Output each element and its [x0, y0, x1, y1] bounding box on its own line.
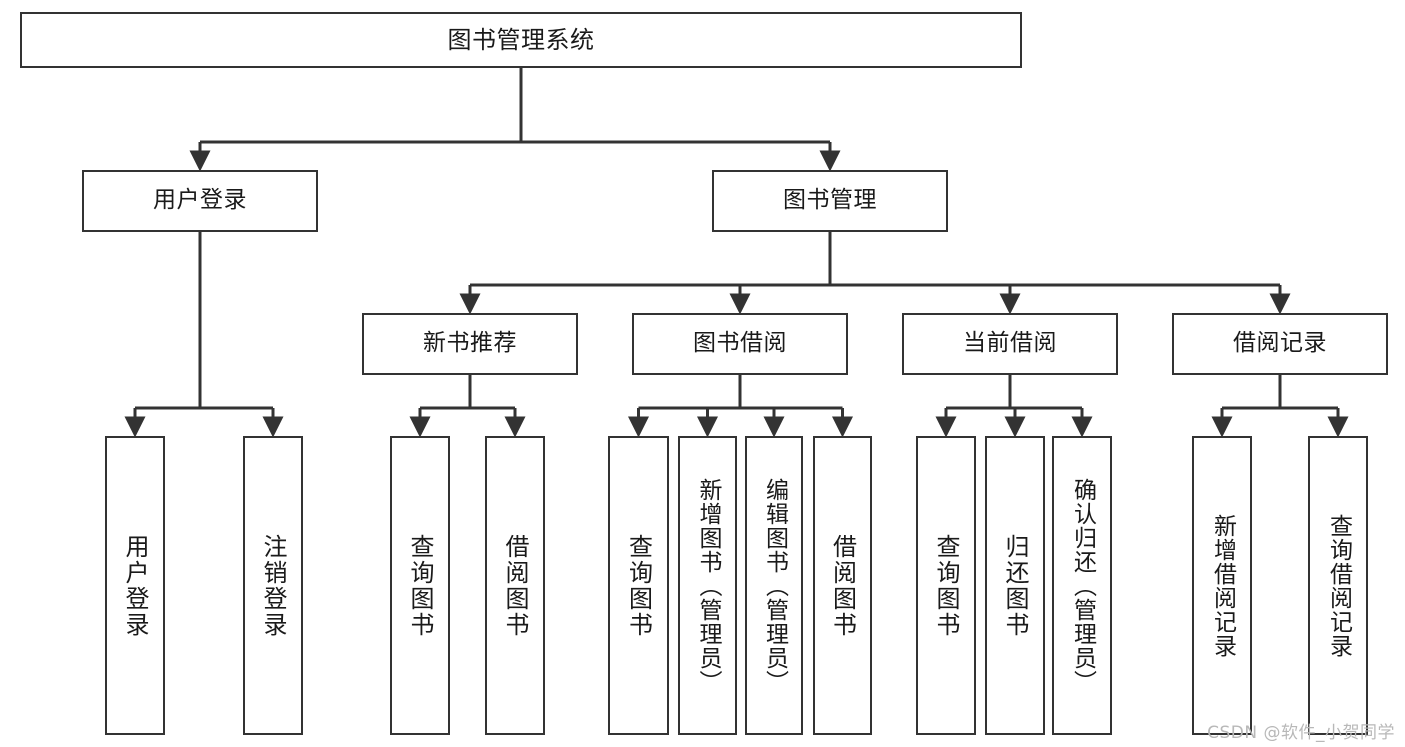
node-book-borrow[interactable]: 图书借阅 [632, 313, 848, 375]
node-label: 借阅图书 [828, 533, 857, 638]
node-leaf-cur-query[interactable]: 查询图书 [916, 436, 976, 735]
node-cur-borrow[interactable]: 当前借阅 [902, 313, 1118, 375]
node-root[interactable]: 图书管理系统 [20, 12, 1022, 68]
node-leaf-brw-add[interactable]: 新增图书（管理员） [678, 436, 737, 735]
node-leaf-user-login[interactable]: 用户登录 [105, 436, 165, 735]
node-leaf-cur-return[interactable]: 归还图书 [985, 436, 1045, 735]
node-label: 查询借阅记录 [1325, 513, 1352, 658]
node-label: 用户登录 [121, 533, 149, 638]
node-book-manage[interactable]: 图书管理 [712, 170, 948, 232]
node-leaf-cur-confirm[interactable]: 确认归还（管理员） [1052, 436, 1112, 735]
node-label: 注销登录 [259, 533, 287, 638]
node-label: 编辑图书（管理员） [761, 477, 788, 694]
node-label: 图书借阅 [693, 330, 787, 357]
node-leaf-user-logout[interactable]: 注销登录 [243, 436, 303, 735]
node-label: 归还图书 [1001, 533, 1029, 638]
node-borrow-log[interactable]: 借阅记录 [1172, 313, 1388, 375]
node-label: 新增图书（管理员） [695, 477, 721, 694]
node-label: 新书推荐 [423, 330, 517, 357]
node-leaf-brw-edit[interactable]: 编辑图书（管理员） [745, 436, 803, 735]
node-label: 新增借阅记录 [1209, 513, 1236, 658]
node-leaf-log-query[interactable]: 查询借阅记录 [1308, 436, 1368, 735]
node-user-login[interactable]: 用户登录 [82, 170, 318, 232]
node-label: 查询图书 [406, 533, 434, 638]
node-label: 借阅记录 [1233, 330, 1327, 357]
node-label: 查询图书 [932, 533, 960, 638]
node-label: 借阅图书 [501, 533, 529, 638]
watermark-text: CSDN @软件_小贺同学 [1207, 723, 1395, 743]
node-label: 当前借阅 [963, 330, 1057, 357]
node-leaf-brw-borrow[interactable]: 借阅图书 [813, 436, 872, 735]
node-leaf-rec-borrow[interactable]: 借阅图书 [485, 436, 545, 735]
node-label: 用户登录 [153, 187, 247, 214]
node-leaf-brw-query[interactable]: 查询图书 [608, 436, 669, 735]
node-label: 确认归还（管理员） [1069, 477, 1096, 694]
node-new-book-rec[interactable]: 新书推荐 [362, 313, 578, 375]
node-leaf-rec-query[interactable]: 查询图书 [390, 436, 450, 735]
node-label: 查询图书 [624, 533, 653, 638]
node-label: 图书管理系统 [447, 25, 595, 54]
node-leaf-log-add[interactable]: 新增借阅记录 [1192, 436, 1252, 735]
node-label: 图书管理 [783, 187, 877, 214]
